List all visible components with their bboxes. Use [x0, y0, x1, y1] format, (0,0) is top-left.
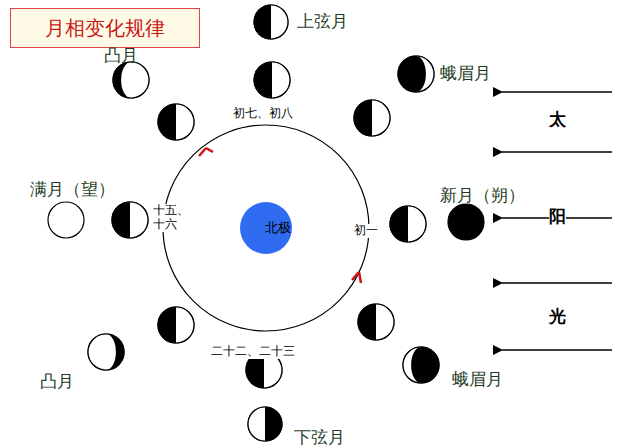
earth-circle: 北极 — [240, 202, 292, 254]
orbit-direction-arrow — [352, 272, 361, 283]
lunar-date-label: 初一 — [353, 224, 379, 238]
moon-phase-symbol — [254, 5, 288, 39]
title-text: 月相变化规律 — [45, 17, 165, 40]
moon-phase-symbol — [112, 202, 148, 238]
phase-name-label: 蛾眉月 — [440, 64, 491, 84]
moon-phase-symbol — [48, 202, 84, 238]
lunar-date-label: 十五、十六 — [153, 204, 190, 232]
sunlight-arrows — [502, 92, 612, 350]
sunlight-label: 太 — [549, 110, 566, 130]
phase-name-label: 满月（望） — [30, 180, 115, 200]
moon-phase-symbol — [88, 334, 124, 370]
moon-phase-symbol — [354, 100, 390, 136]
orbit-direction-arrow — [199, 148, 213, 156]
phase-name-label: 上弦月 — [297, 12, 348, 32]
moon-phase-symbol — [390, 206, 426, 242]
moon-phase-symbol — [448, 204, 484, 240]
phase-name-label: 蛾眉月 — [452, 370, 503, 390]
moon-orbit — [163, 125, 369, 331]
moon-phase-symbol — [254, 62, 290, 98]
moon-phase-symbol — [403, 347, 439, 383]
moon-phase-symbol — [158, 307, 194, 343]
moon-phase-symbol — [248, 407, 282, 441]
lunar-date-label: 二十二、二十三 — [210, 345, 296, 359]
phase-name-label: 下弦月 — [294, 428, 345, 448]
lunar-date-label: 初七、初八 — [232, 107, 294, 121]
moon-phase-symbol — [398, 56, 434, 92]
moon-symbols — [48, 5, 484, 441]
phase-name-label: 凸月 — [40, 372, 74, 392]
sunlight-label: 光 — [549, 307, 566, 327]
moon-phase-symbol — [358, 304, 394, 340]
phase-name-label: 新月（朔） — [440, 186, 525, 206]
sunlight-label: 阳 — [549, 207, 566, 227]
phase-name-label: 凸月 — [104, 46, 138, 66]
moon-phase-symbol — [158, 104, 194, 140]
pole-label: 北极 — [265, 221, 291, 236]
title-box: 月相变化规律 — [10, 8, 200, 48]
moon-phase-symbol — [113, 62, 149, 98]
